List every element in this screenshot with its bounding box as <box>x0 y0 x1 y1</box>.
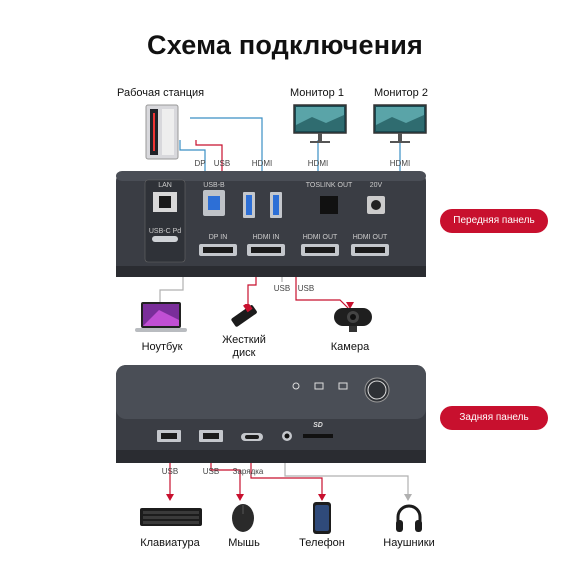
wire-label-usb: USB <box>213 159 231 168</box>
headphones-icon <box>396 504 422 532</box>
monitor1-icon <box>293 104 347 143</box>
back-wire-label-usb2: USB <box>202 467 220 476</box>
port-label-usbc-pd: USB-C Pd <box>148 228 182 235</box>
monitor1-label: Монитор 1 <box>290 87 344 99</box>
laptop-icon <box>135 302 187 332</box>
front-hub <box>116 171 426 277</box>
wire-label-hdmi1: HDMI <box>307 159 329 168</box>
port-label-dc: 20V <box>369 182 383 189</box>
front-panel-badge: Передняя панель <box>440 209 548 233</box>
back-hub <box>116 365 426 463</box>
wire-label-dp: DP <box>194 159 206 168</box>
device-label-laptop: Ноутбук <box>141 341 183 353</box>
back-wire-label-usb1: USB <box>161 467 179 476</box>
device-label-phone: Телефон <box>299 537 345 549</box>
monitor2-label: Монитор 2 <box>374 87 428 99</box>
mouse-icon <box>232 504 254 532</box>
port-label-usbb: USB-B <box>203 182 225 189</box>
device-label-drive: Жесткий диск <box>222 334 266 359</box>
wire-label-hdmi-in: HDMI <box>251 159 273 168</box>
front-usb-label-right: USB <box>297 284 315 293</box>
keyboard-icon <box>140 508 202 526</box>
phone-icon <box>313 502 331 534</box>
device-label-mouse: Мышь <box>228 537 260 549</box>
front-usb-label-left: USB <box>273 284 291 293</box>
device-label-keyboard: Клавиатура <box>140 537 200 549</box>
port-label-hdmi-in: HDMI IN <box>252 234 280 241</box>
port-label-sd: SD <box>313 422 323 429</box>
workstation-label: Рабочая станция <box>117 87 205 99</box>
device-label-camera: Камера <box>330 341 370 353</box>
drive-icon <box>231 304 257 327</box>
back-panel-badge: Задняя панель <box>440 406 548 430</box>
device-label-headphones: Наушники <box>383 537 435 549</box>
workstation-icon <box>145 104 179 160</box>
port-label-hdmi-out2: HDMI OUT <box>352 234 388 241</box>
port-label-dp-in: DP IN <box>208 234 228 241</box>
port-label-toslink: TOSLINK OUT <box>305 182 353 189</box>
port-label-lan: LAN <box>158 182 172 189</box>
back-wire-label-charge: Зарядка <box>232 467 264 476</box>
camera-icon <box>334 308 372 332</box>
monitor2-icon <box>373 104 427 143</box>
port-label-hdmi-out1: HDMI OUT <box>302 234 338 241</box>
wire-label-hdmi2: HDMI <box>389 159 411 168</box>
page-title: Схема подключения <box>147 30 423 60</box>
